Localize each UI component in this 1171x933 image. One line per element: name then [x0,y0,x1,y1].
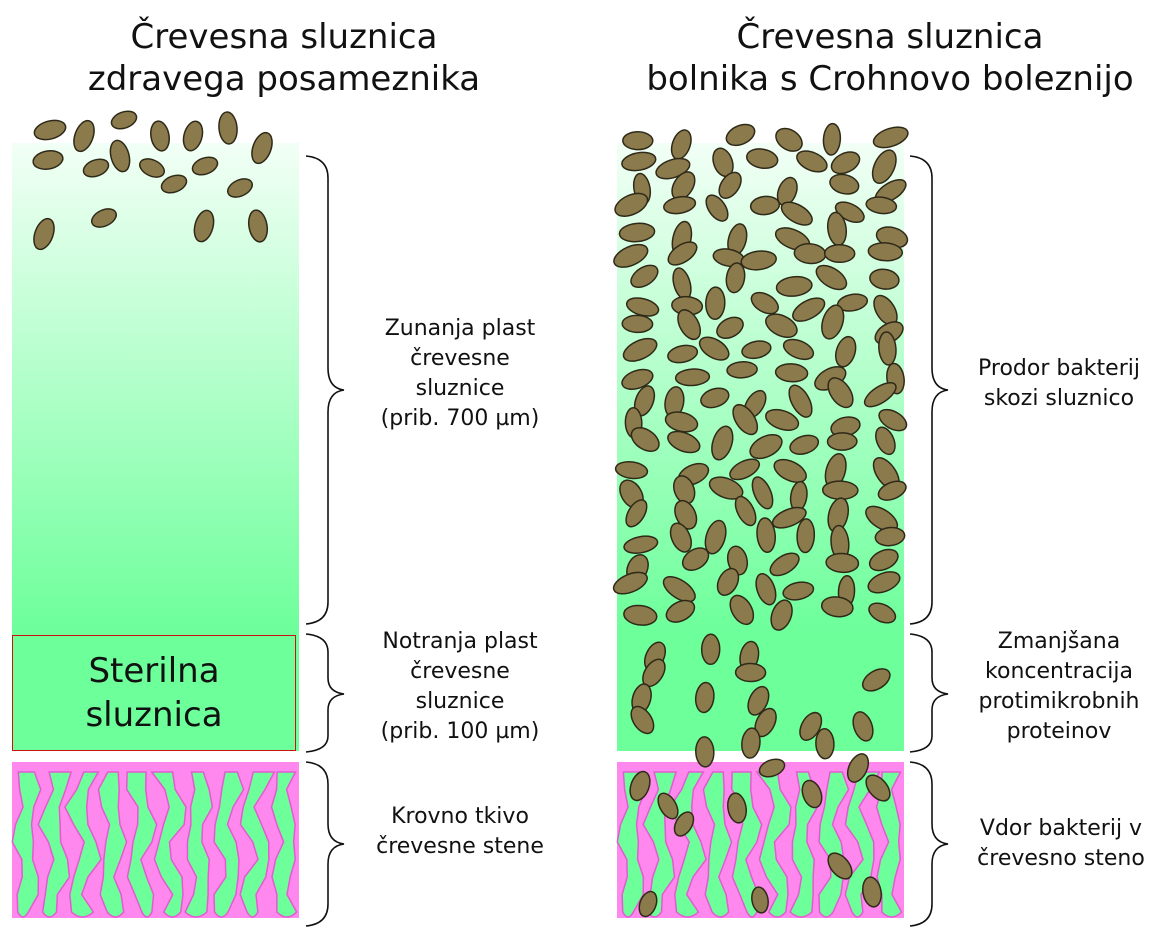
label-line: skozi sluznico [952,384,1166,414]
left-epithelium-label: Krovno tkivo črevesne stene [350,802,570,862]
left-inner-layer-label: Notranja plast črevesne sluznice (prib. … [350,627,570,747]
right-title-line2: bolnika s Crohnovo boleznijo [630,58,1150,100]
label-line: črevesne stene [350,832,570,862]
label-line: črevesne [350,657,570,687]
label-line: sluznice [350,374,570,404]
right-outer-layer-label: Prodor bakterij skozi sluznico [952,354,1166,414]
right-outer-brace [910,156,948,624]
right-inner-layer-label: Zmanjšana koncentracija protimikrobnih p… [952,627,1166,747]
label-line: (prib. 100 µm) [350,717,570,747]
right-inner-brace [910,634,948,752]
label-line: črevesno steno [952,844,1170,874]
label-line: Zmanjšana [952,627,1166,657]
bacterium [218,111,239,144]
label-line: protimikrobnih [952,687,1166,717]
bacterium [109,108,139,132]
bacterium [702,634,720,664]
sterile-mucus-box: Sterilna sluznica [12,635,296,751]
left-title-line2: zdravega posameznika [44,58,524,100]
sterile-box-line2: sluznica [85,693,222,737]
bacterium [622,315,653,333]
label-line: Prodor bakterij [952,354,1166,384]
label-line: Vdor bakterij v [952,814,1170,844]
right-title-line1: Črevesna sluznica [630,16,1150,58]
left-epithelium-brace [306,762,344,926]
label-line: Krovno tkivo [350,802,570,832]
sterile-box-line1: Sterilna [88,649,219,693]
right-epithelium-brace [910,762,948,926]
bacterium [695,737,714,768]
left-title-line1: Črevesna sluznica [44,16,524,58]
label-line: črevesne [350,344,570,374]
bacterium [827,433,857,451]
label-line: (prib. 700 µm) [350,404,570,434]
left-inner-brace [306,634,344,752]
label-line: Zunanja plast [350,314,570,344]
left-outer-layer-label: Zunanja plast črevesne sluznice (prib. 7… [350,314,570,434]
left-outer-brace [306,156,344,624]
right-title: Črevesna sluznica bolnika s Crohnovo bol… [630,16,1150,100]
left-title: Črevesna sluznica zdravega posameznika [44,16,524,100]
label-line: proteinov [952,717,1166,747]
bacterium [32,117,68,143]
label-line: koncentracija [952,657,1166,687]
label-line: Notranja plast [350,627,570,657]
bacterium [705,287,725,320]
bacterium [735,663,765,681]
right-epithelium-label: Vdor bakterij v črevesno steno [952,814,1170,874]
bacterium [623,132,653,150]
bacterium [825,245,855,263]
label-line: sluznice [350,687,570,717]
bacterium [823,481,859,500]
bacterium [815,728,834,759]
